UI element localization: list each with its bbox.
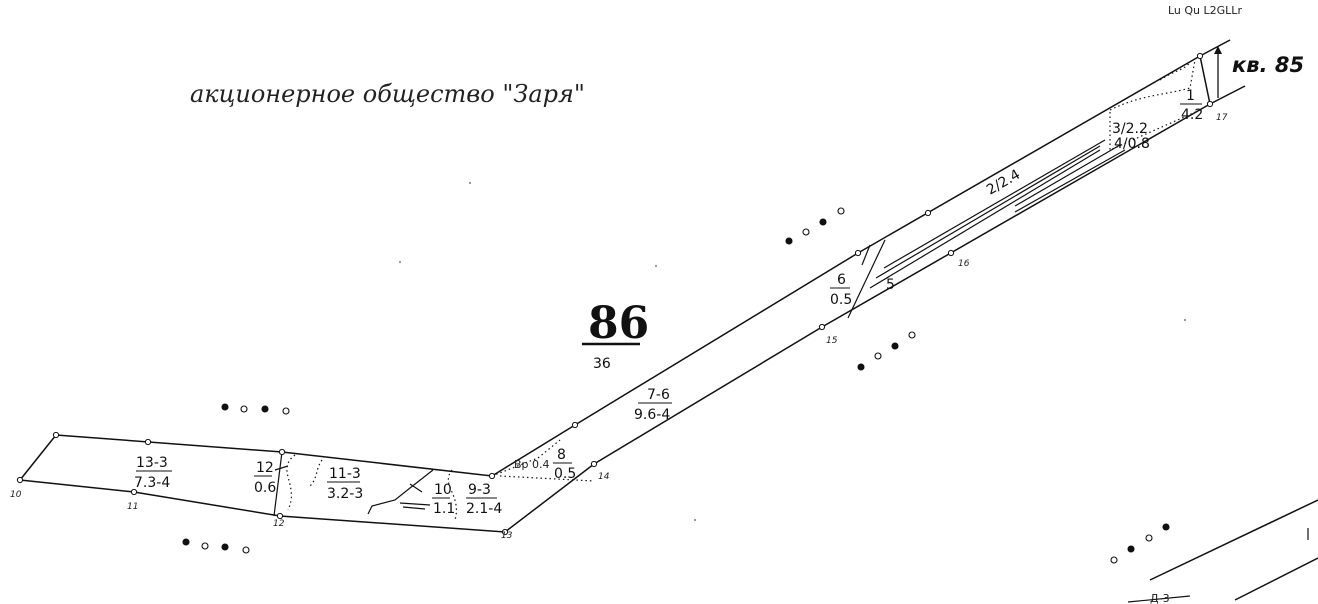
svg-text:7.3-4: 7.3-4 [134, 475, 170, 491]
svg-text:4.2: 4.2 [1181, 107, 1203, 123]
plot-label-10: 10 1.1 [432, 482, 455, 517]
svg-text:3/2.2: 3/2.2 [1112, 121, 1148, 137]
strip-boundary [19, 39, 1246, 533]
svg-text:10: 10 [434, 482, 452, 498]
svg-text:1.1: 1.1 [433, 501, 455, 517]
svg-text:10: 10 [10, 490, 22, 500]
plot-label-13: 13-3 7.3-4 [134, 455, 172, 491]
quarter-area: 36 [593, 356, 611, 372]
svg-text:9-3: 9-3 [468, 482, 491, 498]
svg-text:16: 16 [958, 259, 970, 269]
lower-right-label: Д-3 [1150, 592, 1170, 604]
survey-points [16, 52, 1214, 536]
plot-label-1: 1 4.2 [1180, 88, 1203, 123]
svg-text:4/0.8: 4/0.8 [1114, 136, 1150, 152]
svg-text:11-3: 11-3 [329, 466, 361, 482]
svg-text:0.5: 0.5 [554, 466, 576, 482]
svg-text:2/2.4: 2/2.4 [984, 167, 1023, 199]
svg-text:12: 12 [273, 519, 285, 529]
svg-text:1: 1 [1186, 88, 1195, 104]
svg-text:0.5: 0.5 [830, 292, 852, 308]
lower-right-quarter: Д-3 [1127, 499, 1318, 604]
svg-text:8: 8 [557, 447, 566, 463]
symbol-dots [182, 207, 1170, 564]
paper-specks [399, 182, 1186, 521]
quarter-number-block: 86 36 [582, 298, 649, 372]
plot-label-5: 5 [886, 277, 895, 293]
svg-text:11: 11 [127, 502, 138, 512]
svg-text:3.2-3: 3.2-3 [327, 486, 363, 502]
svg-text:0.6: 0.6 [254, 480, 276, 496]
stamp-text: Lu Qu L2GLLr [1168, 4, 1242, 17]
plot-label-11: 11-3 3.2-3 [327, 466, 363, 502]
plot-label-3-4: 3/2.2 4/0.8 [1112, 121, 1150, 152]
plot-divisions [273, 59, 1201, 521]
svg-text:12: 12 [256, 460, 274, 476]
svg-text:5: 5 [886, 277, 895, 293]
svg-text:17: 17 [1216, 113, 1228, 123]
plot-label-7: 7-6 9.6-4 [634, 387, 672, 423]
svg-text:13: 13 [501, 531, 513, 541]
owner-label: акционерное общество "Заря" [190, 80, 585, 108]
svg-text:9.6-4: 9.6-4 [634, 407, 670, 423]
quarter-85-label: кв. 85 [1232, 53, 1304, 77]
quarter-arrow [1214, 46, 1222, 98]
plot-label-9: 9-3 2.1-4 [466, 482, 502, 517]
svg-text:15: 15 [826, 336, 838, 346]
svg-text:2.1-4: 2.1-4 [466, 501, 502, 517]
quarter-number: 86 [588, 298, 649, 349]
plot-label-6: 6 0.5 [830, 272, 852, 308]
svg-text:14: 14 [598, 472, 610, 482]
svg-text:13-3: 13-3 [136, 455, 168, 471]
plot-label-2: 2/2.4 [984, 167, 1023, 199]
plot-label-12: 12 0.6 [254, 460, 276, 496]
plot-label-8: 8 0.5 Вр 0.4 [514, 447, 576, 482]
small-note: Вр 0.4 [514, 458, 550, 471]
point-numbers: 10 11 12 13 14 15 16 17 [10, 113, 1228, 541]
svg-text:6: 6 [837, 272, 846, 288]
svg-text:7-6: 7-6 [647, 387, 670, 403]
